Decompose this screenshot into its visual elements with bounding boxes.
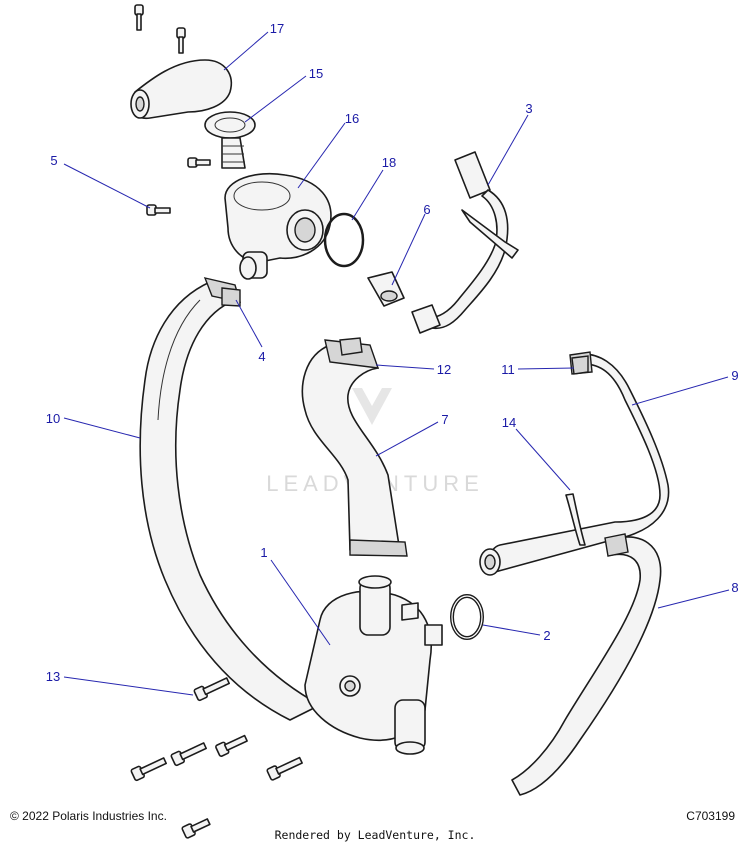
- part-8-hose: [511, 533, 662, 796]
- leader-5: [63, 163, 151, 209]
- part-15-thermostat: [204, 111, 256, 169]
- callout-18: 18: [382, 155, 396, 170]
- leader-9: [631, 376, 729, 406]
- leader-18: [351, 169, 384, 221]
- leader-11: [517, 367, 575, 370]
- part-1-water-pump: [304, 575, 443, 755]
- part-12-clamp: [339, 337, 363, 356]
- diagram-code: C703199: [686, 809, 735, 823]
- leader-15: [244, 75, 307, 123]
- callout-16: 16: [345, 111, 359, 126]
- callout-4: 4: [258, 349, 265, 364]
- callout-10: 10: [46, 411, 60, 426]
- copyright-text: © 2022 Polaris Industries Inc.: [10, 809, 167, 823]
- part-13-bolts: [130, 677, 303, 839]
- part-17-thermostat-cover: [130, 59, 232, 120]
- leader-6: [391, 213, 426, 286]
- part-2-o-ring: [450, 594, 484, 640]
- callout-2: 2: [543, 628, 550, 643]
- bolts-17: [134, 4, 186, 54]
- part-5-bolt: [146, 204, 171, 216]
- leader-3: [487, 114, 529, 186]
- callout-14: 14: [502, 415, 516, 430]
- part-18-o-ring: [323, 212, 365, 268]
- leader-16: [297, 122, 346, 189]
- leader-10: [63, 417, 141, 439]
- callout-5: 5: [50, 153, 57, 168]
- callout-13: 13: [46, 669, 60, 684]
- leader-4: [235, 299, 263, 348]
- leader-7: [375, 421, 439, 457]
- callout-8: 8: [731, 580, 738, 595]
- part-16-thermostat-housing: [224, 173, 332, 280]
- part-11-clamp: [571, 355, 589, 375]
- leader-2: [482, 624, 541, 636]
- part-6-sensor: [367, 271, 405, 307]
- leader-13: [63, 676, 194, 696]
- part-3-harness: [411, 151, 519, 334]
- callout-numbers: 1 2 3 4 5 6 7 8 9 10 11 12 13 14 15 16 1…: [46, 21, 739, 684]
- rendered-by-text: Rendered by LeadVenture, Inc.: [274, 828, 476, 842]
- callout-3: 3: [525, 101, 532, 116]
- leader-8: [657, 589, 730, 609]
- callout-15: 15: [309, 66, 323, 81]
- callout-9: 9: [731, 368, 738, 383]
- part-10-hose: [139, 277, 321, 721]
- callout-6: 6: [423, 202, 430, 217]
- callout-7: 7: [441, 412, 448, 427]
- part-4-clamp: [221, 287, 241, 307]
- leader-lines: [63, 31, 730, 696]
- bolt-15: [187, 157, 211, 168]
- leader-14: [515, 428, 571, 491]
- callout-1: 1: [260, 545, 267, 560]
- leader-17: [223, 31, 269, 71]
- leader-12: [375, 364, 435, 370]
- leader-1: [270, 559, 331, 646]
- part-14-clip: [565, 493, 586, 546]
- callout-17: 17: [270, 21, 284, 36]
- callout-11: 11: [501, 362, 515, 377]
- callout-12: 12: [437, 362, 451, 377]
